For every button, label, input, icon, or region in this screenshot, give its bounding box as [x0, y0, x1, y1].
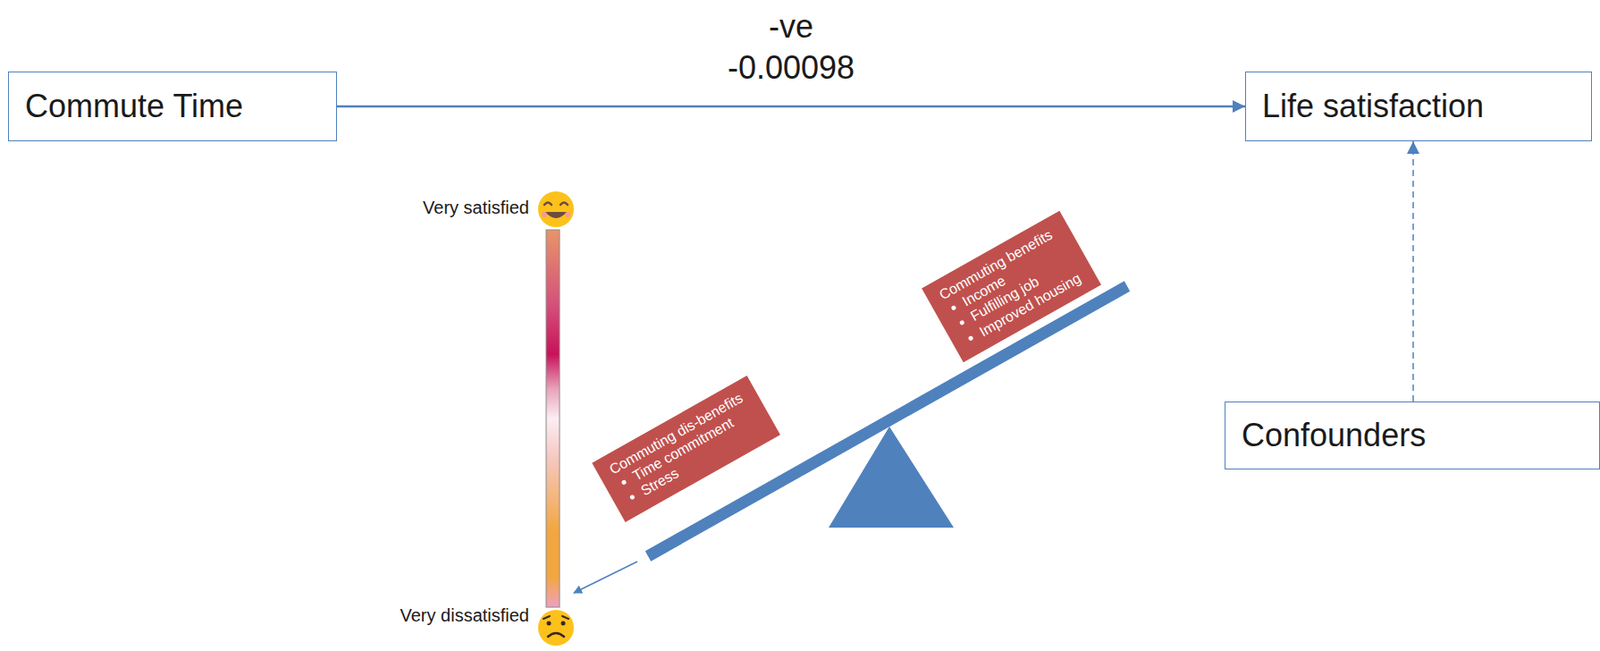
tilt-arrow — [573, 561, 638, 593]
bullet-dot — [967, 334, 974, 341]
scale-label: Very satisfied — [422, 197, 530, 219]
node-label: Confounders — [1241, 416, 1426, 455]
node-label: Commute Time — [25, 87, 244, 126]
arrow-connector — [336, 105, 1246, 109]
edge-label: -ve -0.00098 — [724, 6, 859, 89]
sad-face — [538, 609, 574, 646]
satisfaction-scale — [546, 229, 560, 607]
bullet-dot — [950, 304, 957, 312]
seesaw-fulcrum — [828, 426, 954, 528]
node-label: Life satisfaction — [1262, 87, 1484, 126]
scale-label: Very dissatisfied — [399, 605, 530, 626]
dashed-arrow — [1412, 141, 1415, 402]
process-box: Confounders — [1224, 401, 1600, 470]
bullet-dot — [629, 494, 636, 501]
bullet-dot — [959, 319, 966, 326]
process-box: Commute Time — [8, 71, 337, 142]
bullet-dot — [620, 479, 627, 486]
process-box: Life satisfaction — [1245, 71, 1592, 142]
callout-box: Commuting benefitsIncomeFulfilling jobIm… — [921, 210, 1102, 362]
happy-face — [538, 191, 574, 228]
